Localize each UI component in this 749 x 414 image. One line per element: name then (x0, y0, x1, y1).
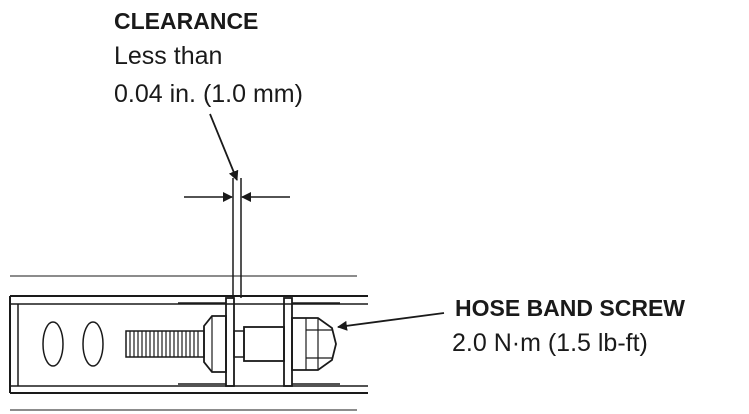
band-slot-2 (82, 321, 104, 367)
hose-band-screw-torque: 2.0 N·m (1.5 lb-ft) (452, 329, 648, 357)
clearance-spec-line2: 0.04 in. (1.0 mm) (114, 80, 303, 108)
left-bracket (225, 297, 235, 387)
clearance-leader-arrow (209, 113, 239, 181)
right-bracket (283, 297, 293, 387)
screw-threads (129, 331, 199, 357)
hose-band-screw-leader-arrow (337, 312, 445, 331)
clearance-spec-line1: Less than (114, 42, 223, 70)
nut (203, 315, 227, 373)
hose-band-screw-title: HOSE BAND SCREW (455, 295, 686, 321)
clearance-title: CLEARANCE (114, 8, 259, 34)
spacer (243, 326, 285, 362)
screw-shank-through (233, 330, 245, 358)
band-slot-1 (42, 321, 64, 367)
screw-head (291, 317, 337, 371)
